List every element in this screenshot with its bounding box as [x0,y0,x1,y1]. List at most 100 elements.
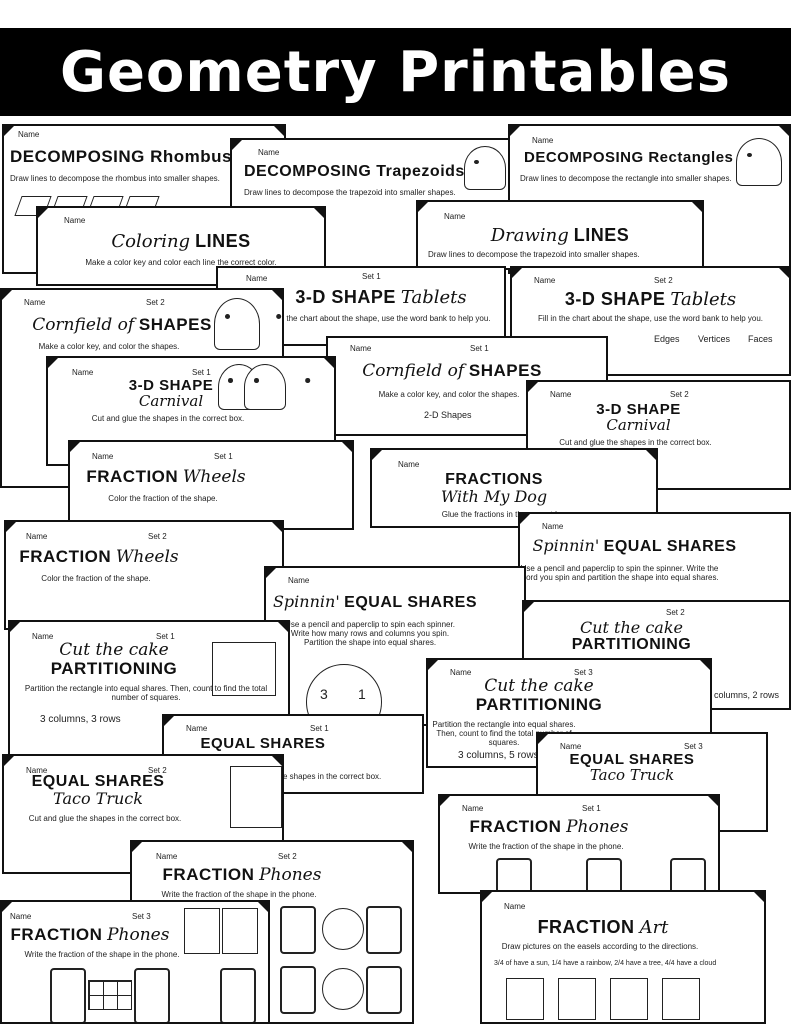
sheet-title: 3-D SHAPE Tablets [512,290,789,310]
sheet-instructions: Draw lines to decompose the rhombus into… [10,174,220,183]
corner-decoration [644,450,656,462]
sheet-instructions: Write the fraction of the shape in the p… [24,950,180,959]
title-script: Wheels [115,547,179,567]
corner-decoration [48,358,60,370]
set-label: Set 3 [684,742,703,751]
grid-label: columns, 2 rows [714,690,780,700]
sheet-instructions: Cut and glue the shapes in the correct b… [559,438,712,447]
title-bold: EQUAL SHARES [569,751,695,768]
worksheet-fraction-wheels-set1: Name Set 1 FRACTION Wheels Color the fra… [68,440,354,530]
title-script: Cut the cake [579,618,683,637]
corner-decoration [312,208,324,220]
corner-decoration [706,796,718,808]
sheet-title: FRACTION Art [482,917,764,938]
set-label: Set 1 [582,804,601,813]
sheet-title: Spinnin' EQUAL SHARES [266,593,524,612]
column-header-edges: Edges [654,334,680,344]
set-label: Set 1 [214,452,233,461]
corner-decoration [164,716,176,728]
title-script: Art [639,917,669,938]
sheet-instructions: Draw pictures on the easels according to… [501,942,699,951]
title-script: Tablets [670,289,737,310]
title-banner: Geometry Printables [0,28,791,116]
title-script: Cornfield of [32,315,135,335]
sheet-title: 3-D SHAPE Carnival [528,402,789,434]
title-script: Drawing [490,225,569,246]
sheet-title: FRACTION Phones [2,925,268,945]
sheet-instructions: Cut and glue the shapes in the correct b… [228,772,382,781]
grid-label: 3 columns, 5 rows [458,750,539,761]
worksheet-spinnin-equal-shares-2: Name Spinnin' EQUAL SHARES Use a pencil … [264,566,526,726]
sheet-instructions: Fill in the chart about the shape, use t… [537,314,764,323]
title-bold: FRACTION [537,917,635,937]
title-bold: FRACTIONS [445,471,543,488]
title-script: Phones [566,817,629,837]
name-label: Name [64,216,86,225]
title-bold: 3-D SHAPE [295,287,396,307]
set-label: Set 2 [670,390,689,399]
title-bold: SHAPES [138,315,212,334]
worksheet-fraction-art: Name FRACTION Art Draw pictures on the e… [480,890,766,1024]
sheet-title: 3-D SHAPE Carnival [48,377,334,410]
corner-decoration [372,450,384,462]
sheet-title: DECOMPOSING Rhombuses [10,147,252,166]
title-bold: PARTITIONING [475,694,603,714]
sheet-instructions: Write the fraction of the shape in the p… [468,842,624,851]
sheet-title: Cut the cake PARTITIONING [428,677,710,714]
title-bold: FRACTION [469,817,562,836]
child-illustration [464,146,506,190]
fraction-wheel [322,968,364,1010]
sheet-title: Cornfield of SHAPES [2,315,282,335]
name-label: Name [26,532,48,541]
corner-decoration [777,126,789,138]
corner-decoration [418,202,430,214]
sheet-instructions: Draw lines to decompose the trapezoid in… [428,250,640,259]
phone-outline [366,906,402,954]
set-label: Set 2 [278,852,297,861]
fraction-bar [88,980,132,1010]
phone-outline [586,858,622,892]
corner-decoration [270,290,282,302]
set-label: Set 3 [574,668,593,677]
child-illustration [736,138,782,186]
title-script: Taco Truck [53,788,143,808]
sheet-instructions: Use a pencil and paperclip to spin the s… [520,564,719,582]
worksheet-spinnin-equal-shares-1: Name Spinnin' EQUAL SHARES Use a pencil … [518,512,791,602]
worksheet-drawing-lines: Name Drawing LINES Draw lines to decompo… [416,200,704,270]
set-label: Set 1 [470,344,489,353]
title-script: Cut the cake [59,640,169,660]
sheet-title: FRACTION Wheels [70,468,352,487]
picture-frame [222,908,258,954]
easel [506,978,544,1020]
set-label: Set 2 [148,766,167,775]
title-script: Spinnin' [532,536,600,555]
easel [558,978,596,1020]
title-bold: EQUAL SHARES [344,594,478,611]
sheet-title: Cut the cake PARTITIONING [524,618,789,654]
title-bold: FRACTION [10,925,103,944]
sheet-title: DECOMPOSING Trapezoids [244,163,465,180]
name-label: Name [186,724,208,733]
title-script: Phones [259,865,322,885]
corner-decoration [512,268,524,280]
set-label: Set 2 [146,298,165,307]
phone-outline [496,858,532,892]
title-bold: 3-D SHAPE [128,377,214,394]
sheet-title: FRACTION Phones [132,865,412,885]
title-bold: PARTITIONING [571,635,692,653]
title-script: Carnival [138,391,204,410]
set-label: Set 1 [192,368,211,377]
title-bold: EQUAL SHARES [603,538,737,555]
phone-outline [670,858,706,892]
glue-box [230,766,282,828]
name-label: Name [24,298,46,307]
corner-decoration [256,902,268,914]
spinner-number: 1 [358,686,366,702]
name-label: Name [288,576,310,585]
set-label: Set 2 [148,532,167,541]
sheet-instructions: Make a color key, and color the shapes. [378,390,520,399]
corner-decoration [266,568,278,580]
corner-decoration [777,268,789,280]
name-label: Name [18,130,40,139]
sheet-title: DECOMPOSING Rectangles [524,149,734,166]
